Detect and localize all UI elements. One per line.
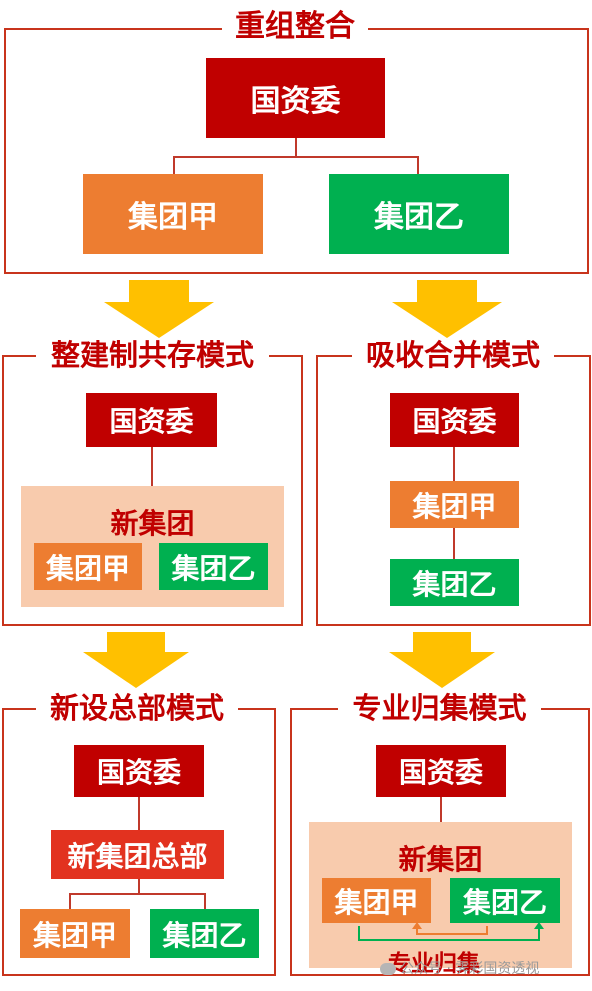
section3-title: 吸收合并模式 [352, 341, 554, 370]
section5-relation-label: 专业归集 [388, 951, 480, 977]
section2-sasac-box: 国资委 [86, 393, 217, 447]
down-arrow-icon [389, 632, 495, 688]
section4-connector [204, 893, 206, 909]
section2-title: 整建制共存模式 [36, 341, 269, 370]
section5-new-group-label: 新集团 [398, 843, 483, 876]
section1-connector [417, 156, 419, 174]
section4-connector [138, 797, 140, 830]
section4-connector [69, 893, 206, 895]
section4-group-b-box: 集团乙 [150, 909, 259, 958]
watermark-text: 公众号 · 霁彩国资透视 [400, 961, 540, 977]
down-arrow-icon [104, 280, 214, 338]
section3-connector [453, 528, 455, 559]
section2-group-a-box: 集团甲 [34, 543, 142, 590]
section1-title: 重组整合 [222, 12, 368, 42]
section4-connector [138, 879, 140, 893]
section1-connector [173, 156, 418, 158]
section1-connector [173, 156, 175, 174]
section4-group-a-box: 集团甲 [20, 909, 130, 958]
watermark: 公众号 · 霁彩国资透视 [380, 958, 539, 978]
section3-connector [453, 447, 455, 481]
section3-group-a-box: 集团甲 [390, 481, 519, 528]
section1-group-a-box: 集团甲 [83, 174, 263, 254]
section2-connector [151, 447, 153, 486]
section2-group-b-box: 集团乙 [159, 543, 268, 590]
section5-sasac-box: 国资委 [376, 745, 506, 797]
section3-group-b-box: 集团乙 [390, 559, 519, 606]
section4-sasac-box: 国资委 [74, 745, 204, 797]
down-arrow-icon [83, 632, 189, 688]
section3-sasac-box: 国资委 [390, 393, 519, 447]
section1-connector [295, 138, 297, 156]
section5-group-a-box: 集团甲 [322, 878, 431, 923]
section4-title: 新设总部模式 [36, 694, 238, 723]
section5-connector [440, 797, 442, 822]
section1-sasac-box: 国资委 [206, 58, 385, 138]
section5-group-b-box: 集团乙 [450, 878, 560, 923]
bidirectional-arrows-icon [358, 922, 544, 941]
section1-group-b-box: 集团乙 [329, 174, 509, 254]
section5-title: 专业归集模式 [338, 694, 541, 723]
section4-hq-box: 新集团总部 [51, 830, 224, 879]
section4-connector [69, 893, 71, 909]
section2-new-group-label: 新集团 [110, 507, 195, 540]
wechat-icon [380, 963, 396, 975]
down-arrow-icon [392, 280, 502, 338]
